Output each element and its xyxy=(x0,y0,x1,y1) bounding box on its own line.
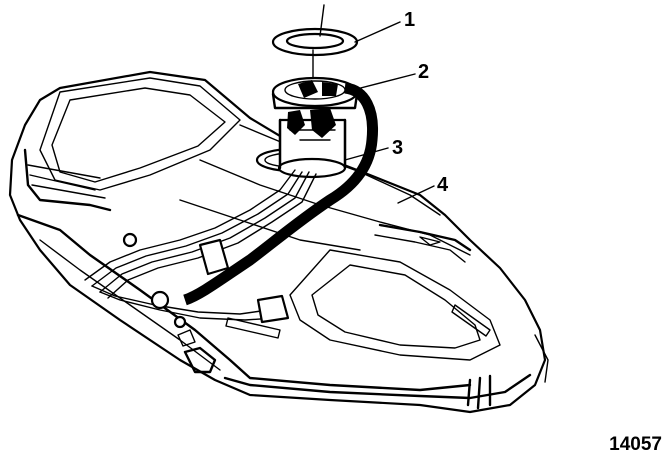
lock-ring xyxy=(271,4,359,79)
callout-4: 4 xyxy=(437,174,449,196)
fuel-pump-module xyxy=(255,108,347,179)
callout-1: 1 xyxy=(404,9,416,31)
vapor-hose xyxy=(183,82,379,306)
callout-2: 2 xyxy=(418,61,430,83)
sender-flange xyxy=(271,76,359,110)
figure-number: 14057 xyxy=(609,434,662,455)
fuel-lines xyxy=(84,169,317,339)
leader-lines xyxy=(344,21,435,204)
callout-3: 3 xyxy=(392,137,404,159)
